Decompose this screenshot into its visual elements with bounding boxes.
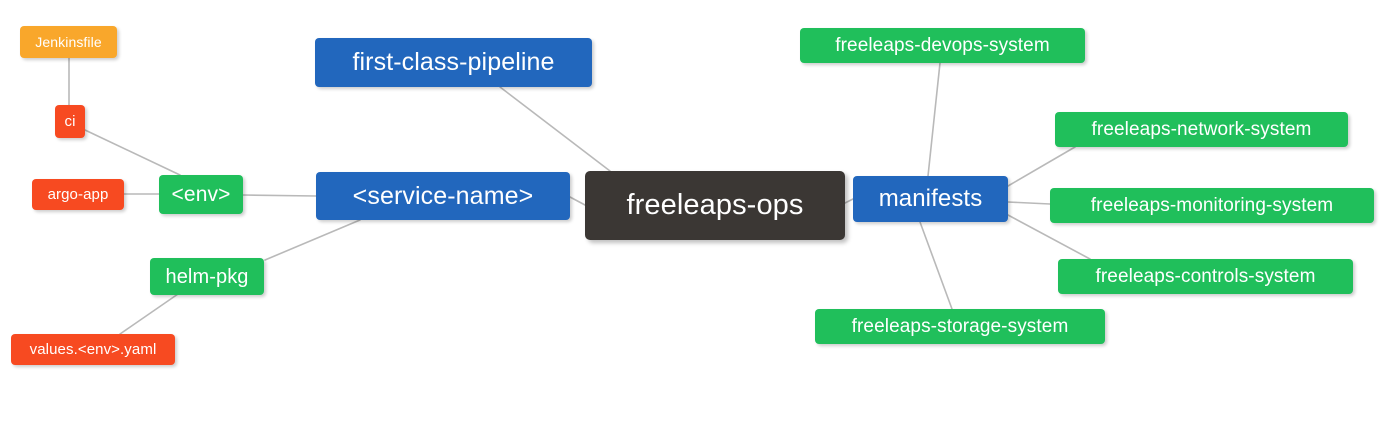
mindmap-node-freeleaps-storage-system[interactable]: freeleaps-storage-system bbox=[815, 309, 1105, 344]
mindmap-node-label: manifests bbox=[878, 185, 983, 212]
mindmap-node-ci[interactable]: ci bbox=[55, 105, 85, 138]
edge-manifests-to-freeleaps-monitoring-system bbox=[1007, 201, 1051, 205]
mindmap-node-freeleaps-monitoring-system[interactable]: freeleaps-monitoring-system bbox=[1050, 188, 1374, 223]
mindmap-node-label: first-class-pipeline bbox=[352, 48, 555, 76]
mindmap-node-argo-app[interactable]: argo-app bbox=[32, 179, 124, 210]
mindmap-node-values-env-yaml[interactable]: values.<env>.yaml bbox=[11, 334, 175, 365]
mindmap-node-label: argo-app bbox=[47, 186, 109, 203]
edge-freeleaps-ops-to-service-name bbox=[569, 196, 586, 206]
mindmap-node-first-class-pipeline[interactable]: first-class-pipeline bbox=[315, 38, 592, 87]
mindmap-node-helm-pkg[interactable]: helm-pkg bbox=[150, 258, 264, 295]
mindmap-node-env[interactable]: <env> bbox=[159, 175, 243, 214]
edge-service-name-to-env bbox=[242, 194, 317, 197]
edge-service-name-to-helm-pkg bbox=[264, 219, 361, 261]
mindmap-node-label: <service-name> bbox=[352, 181, 534, 210]
edge-freeleaps-ops-to-manifests bbox=[844, 198, 854, 204]
mindmap-node-label: freeleaps-devops-system bbox=[835, 35, 1050, 56]
mindmap-node-label: Jenkinsfile bbox=[35, 34, 102, 50]
edge-manifests-to-freeleaps-devops-system bbox=[927, 62, 941, 177]
mindmap-node-freeleaps-controls-system[interactable]: freeleaps-controls-system bbox=[1058, 259, 1353, 294]
mindmap-node-label: <env> bbox=[171, 183, 231, 206]
edge-manifests-to-freeleaps-network-system bbox=[1007, 146, 1076, 187]
mindmap-node-label: freeleaps-network-system bbox=[1091, 119, 1312, 140]
edge-helm-pkg-to-values-env-yaml bbox=[119, 293, 179, 335]
mindmap-node-label: values.<env>.yaml bbox=[29, 341, 157, 358]
mindmap-node-freeleaps-devops-system[interactable]: freeleaps-devops-system bbox=[800, 28, 1085, 63]
edge-manifests-to-freeleaps-storage-system bbox=[919, 221, 953, 310]
mindmap-node-label: ci bbox=[64, 113, 76, 130]
edge-freeleaps-ops-to-first-class-pipeline bbox=[499, 86, 611, 172]
mindmap-node-label: freeleaps-storage-system bbox=[851, 316, 1069, 337]
mindmap-node-freeleaps-ops[interactable]: freeleaps-ops bbox=[585, 171, 845, 240]
mindmap-node-label: freeleaps-monitoring-system bbox=[1090, 195, 1334, 216]
mindmap-node-freeleaps-network-system[interactable]: freeleaps-network-system bbox=[1055, 112, 1348, 147]
mindmap-node-label: freeleaps-ops bbox=[626, 189, 804, 221]
mindmap-node-jenkinsfile[interactable]: Jenkinsfile bbox=[20, 26, 117, 58]
mindmap-node-label: helm-pkg bbox=[165, 265, 249, 288]
mindmap-node-manifests[interactable]: manifests bbox=[853, 176, 1008, 222]
edge-env-to-ci bbox=[84, 129, 181, 176]
mindmap-node-service-name[interactable]: <service-name> bbox=[316, 172, 570, 220]
mindmap-node-label: freeleaps-controls-system bbox=[1095, 266, 1316, 287]
